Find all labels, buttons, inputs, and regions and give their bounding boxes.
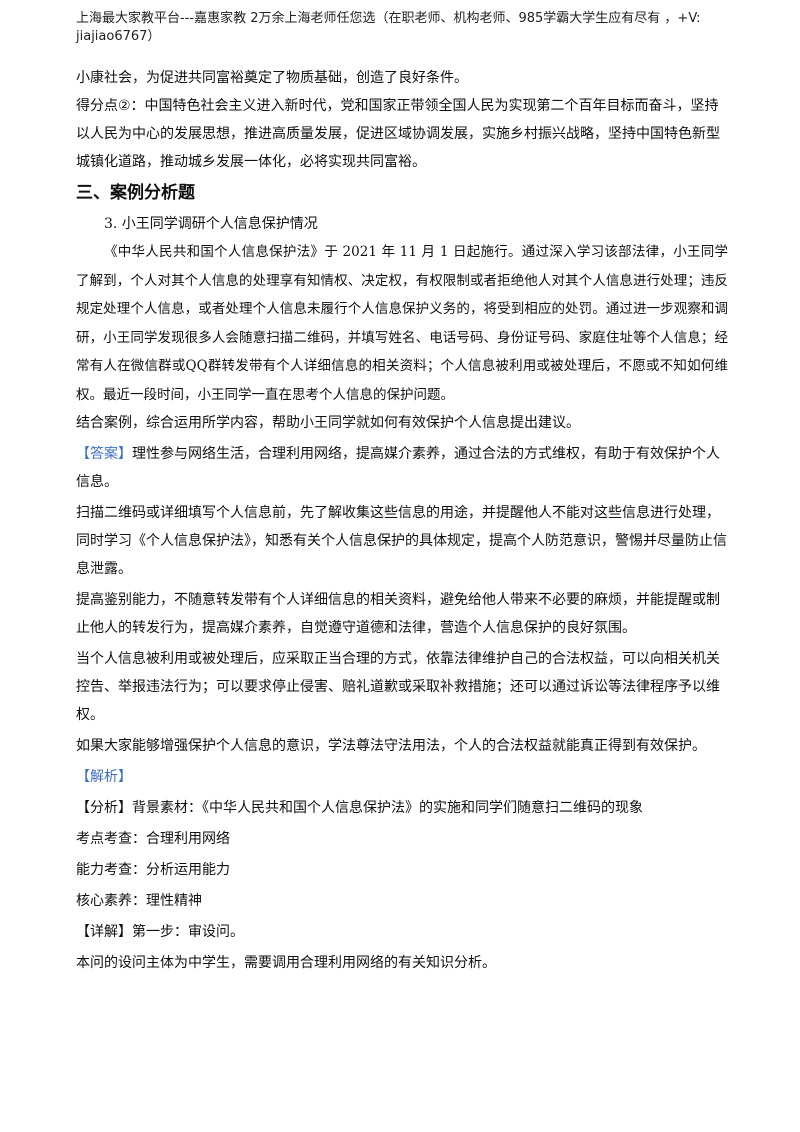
analysis-fenxi: 【分析】背景素材：《中华人民共和国个人信息保护法》的实施和同学们随意扫二维码的现…: [76, 800, 643, 816]
question-title: 3. 小王同学调研个人信息保护情况: [104, 216, 318, 232]
analysis-xiangjie: 【详解】第一步：审设问。: [76, 924, 244, 940]
answer-paragraph-2: 扫描二维码或详细填写个人信息前，先了解收集这些信息的用途，并提醒他人不能对这些信…: [76, 505, 727, 577]
analysis-last: 本问的设问主体为中学生，需要调用合理利用网络的有关知识分析。: [76, 955, 496, 971]
answer-paragraph-5: 如果大家能够增强保护个人信息的意识，学法尊法守法用法，个人的合法权益就能真正得到…: [76, 738, 706, 754]
analysis-tag: 【解析】: [76, 769, 132, 785]
answer-tag: 【答案】: [76, 446, 132, 462]
page-header: 上海最大家教平台---嘉惠家教 2万余上海老师任您选（在职老师、机构老师、985…: [76, 11, 701, 44]
paragraph-continued: 小康社会，为促进共同富裕奠定了物质基础，创造了良好条件。: [76, 70, 468, 86]
answer-paragraph-3: 提高鉴别能力，不随意转发带有个人详细信息的相关资料，避免给他人带来不必要的麻烦，…: [76, 592, 720, 636]
analysis-kaodian: 考点考查：合理利用网络: [76, 831, 230, 847]
answer-paragraph-4: 当个人信息被利用或被处理后，应采取正当合理的方式，依靠法律维护自己的合法权益，可…: [76, 651, 720, 723]
section-heading: 三、案例分析题: [76, 183, 195, 203]
analysis-nengli: 能力考查：分析运用能力: [76, 862, 230, 878]
case-text: 《中华人民共和国个人信息保护法》于 2021 年 11 月 1 日起施行。通过深…: [76, 244, 728, 403]
answer-text-1: 理性参与网络生活，合理利用网络，提高媒介素养，通过合法的方式维权，有助于有效保护…: [76, 446, 720, 490]
answer-paragraph-1: 【答案】理性参与网络生活，合理利用网络，提高媒介素养，通过合法的方式维权，有助于…: [76, 440, 728, 496]
scoring-point-2: 得分点②：中国特色社会主义进入新时代，党和国家正带领全国人民为实现第二个百年目标…: [76, 98, 720, 170]
document-body: 小康社会，为促进共同富裕奠定了物质基础，创造了良好条件。 得分点②：中国特色社会…: [76, 64, 728, 977]
analysis-suyang: 核心素养：理性精神: [76, 893, 202, 909]
question-prompt: 结合案例，综合运用所学内容，帮助小王同学就如何有效保护个人信息提出建议。: [76, 415, 580, 431]
